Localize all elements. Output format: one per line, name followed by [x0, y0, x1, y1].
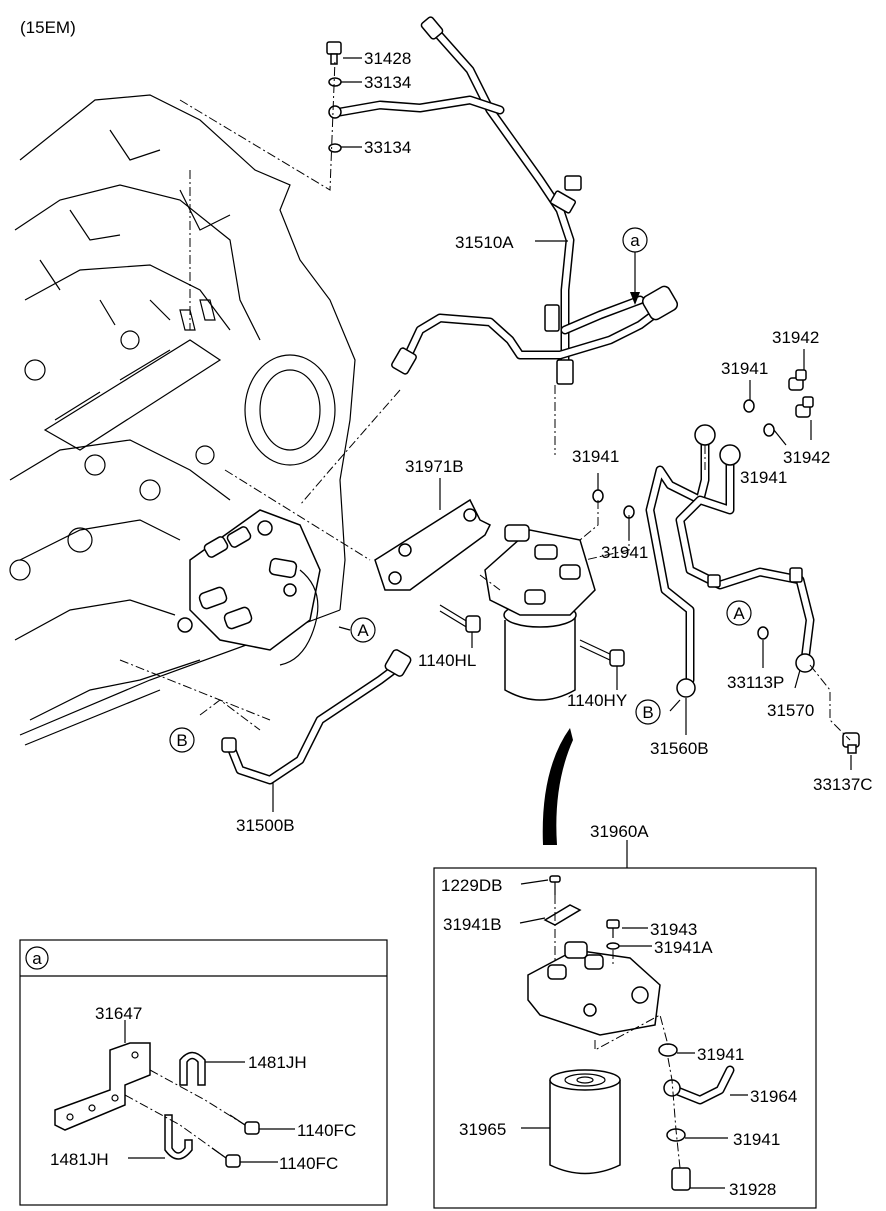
- label-31943: 31943: [650, 920, 697, 939]
- label-31941-2: 31941: [572, 447, 619, 466]
- label-31971B: 31971B: [405, 457, 464, 476]
- label-1140FC-2: 1140FC: [279, 1154, 338, 1173]
- leader-lines: [272, 57, 852, 868]
- label-31570: 31570: [767, 701, 814, 720]
- svg-text:A: A: [357, 621, 369, 640]
- engine-block-drawing: [9, 94, 356, 746]
- label-31941A: 31941A: [654, 938, 713, 957]
- fuel-line-31500B-drawing: [221, 649, 412, 785]
- label-1140HL: 1140HL: [418, 651, 476, 670]
- label-33134-top: 33134: [364, 73, 411, 92]
- label-33113P: 33113P: [727, 673, 784, 692]
- label-31560B: 31560B: [650, 739, 709, 758]
- fuel-filter-assembly-drawing: [484, 524, 596, 701]
- callout-A-left: A: [350, 617, 376, 643]
- label-1229DB: 1229DB: [441, 876, 502, 895]
- fuel-line-31510A-drawing: [335, 16, 679, 385]
- callout-A-right: A: [726, 600, 752, 626]
- washers-bolts-drawing: [592, 369, 860, 754]
- label-31941-3: 31941: [740, 468, 787, 487]
- banjo-bolt-group-drawing: [326, 41, 342, 153]
- label-31941-1: 31941: [721, 359, 768, 378]
- inset-filter-panel: [433, 867, 817, 1209]
- svg-text:B: B: [176, 731, 187, 750]
- label-31510A: 31510A: [455, 233, 514, 252]
- callout-a-top: a: [622, 227, 648, 253]
- label-31965: 31965: [459, 1120, 506, 1139]
- bolts-drawing: [439, 604, 625, 667]
- label-31941-4: 31941: [601, 543, 648, 562]
- dashed-reference-lines: [119, 59, 851, 741]
- label-31647: 31647: [95, 1004, 142, 1023]
- label-1481JH-2: 1481JH: [50, 1150, 109, 1169]
- label-31941-a: 31941: [697, 1045, 744, 1064]
- return-lines-drawing: [645, 424, 815, 698]
- svg-text:B: B: [642, 703, 653, 722]
- label-31964: 31964: [750, 1087, 797, 1106]
- injection-pump-drawing: [177, 509, 321, 666]
- label-31941-b: 31941: [733, 1130, 780, 1149]
- model-code: (15EM): [20, 18, 76, 37]
- detail-arrow: [542, 728, 573, 845]
- label-31960A: 31960A: [590, 822, 649, 841]
- label-31942-top: 31942: [772, 328, 819, 347]
- callout-B-right: B: [635, 699, 661, 725]
- label-33137C: 33137C: [813, 775, 873, 794]
- label-31942-2: 31942: [783, 448, 830, 467]
- label-33134-bottom: 33134: [364, 138, 411, 157]
- label-31428: 31428: [364, 49, 411, 68]
- bracket-31971B-drawing: [374, 498, 492, 591]
- svg-text:A: A: [733, 604, 745, 623]
- label-31941B: 31941B: [443, 915, 502, 934]
- label-1481JH-1: 1481JH: [248, 1053, 307, 1072]
- label-31928: 31928: [729, 1180, 776, 1199]
- inset-a-panel: a: [19, 939, 388, 1206]
- callout-B-left: B: [169, 727, 195, 753]
- label-1140FC-1: 1140FC: [297, 1121, 356, 1140]
- label-1140HY: 1140HY: [567, 691, 627, 710]
- label-31500B: 31500B: [236, 816, 295, 835]
- inset-a-title: a: [32, 949, 42, 968]
- svg-text:a: a: [630, 231, 640, 250]
